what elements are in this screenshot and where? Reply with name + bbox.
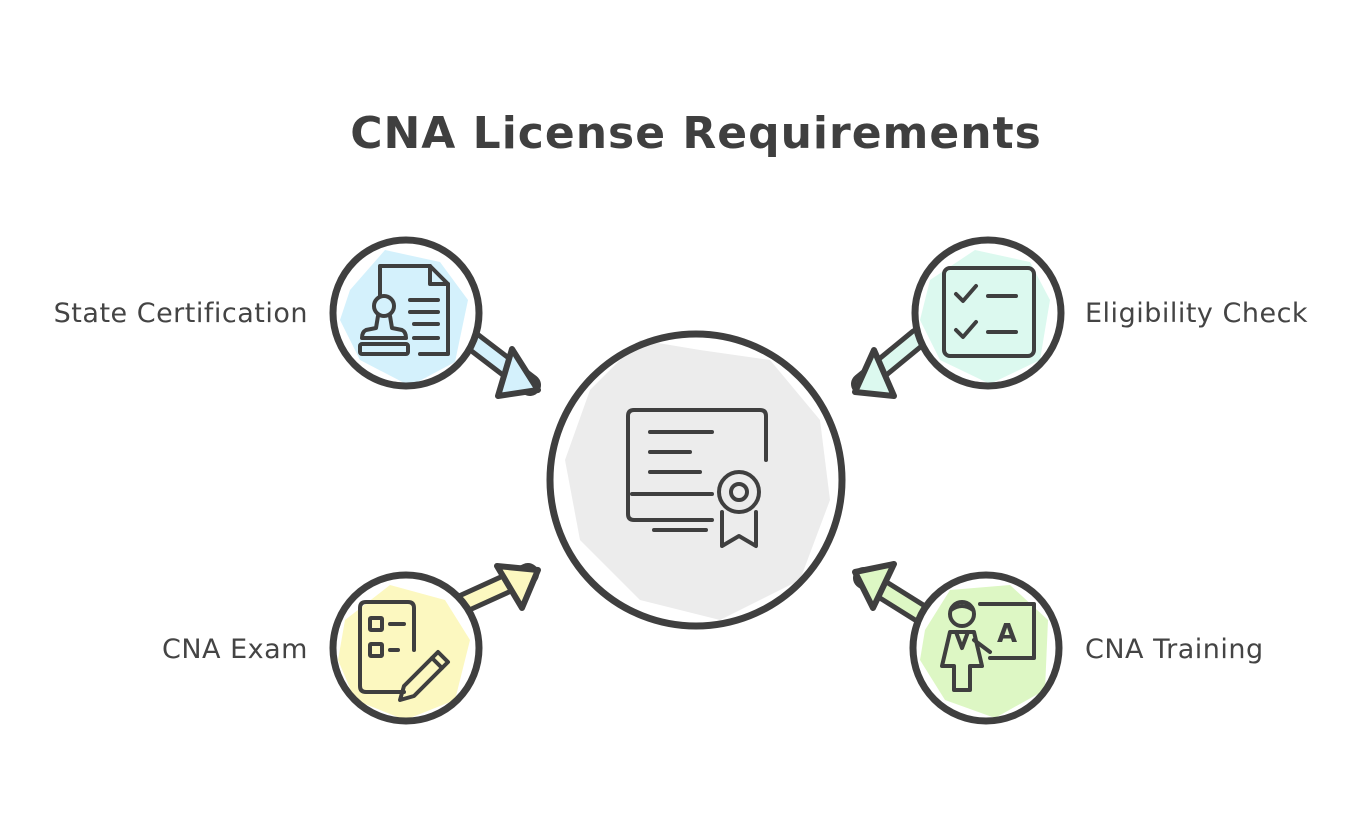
board-letter: A [997,619,1017,649]
node-cna-exam [329,571,483,725]
stamp-document-icon [358,264,450,356]
teacher-board-icon [940,600,1036,692]
label-state-certification: State Certification [53,298,308,329]
checklist-icon [942,266,1036,358]
diagram-title: CNA License Requirements [350,108,1042,159]
arrow-eligibility-check [851,327,929,399]
certificate-icon [626,408,768,548]
node-eligibility-check [911,236,1065,390]
node-state-certification [329,236,483,390]
center-node [546,330,846,630]
label-cna-training: CNA Training [1085,634,1264,665]
arrow-cna-exam [451,563,541,615]
arrow-cna-training [852,561,939,629]
exam-pencil-icon [358,600,450,702]
label-cna-exam: CNA Exam [162,634,308,665]
label-eligibility-check: Eligibility Check [1085,298,1309,329]
node-cna-training: A [909,571,1063,725]
